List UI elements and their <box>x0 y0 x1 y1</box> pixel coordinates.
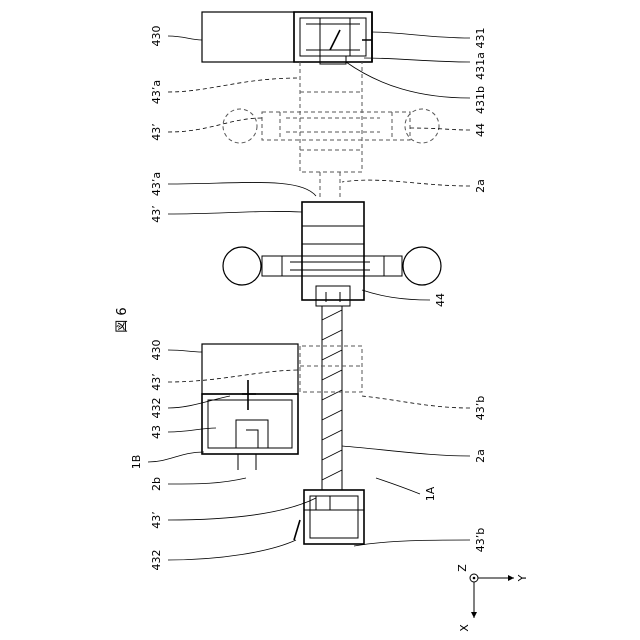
label-2a-top: 2a <box>474 179 487 193</box>
figure-title: 図 6 <box>115 307 130 332</box>
top-unit-430-431 <box>202 12 372 64</box>
label-432-low: 432 <box>150 550 163 571</box>
label-431: 431 <box>474 28 487 49</box>
label-1A: 1A <box>424 486 437 501</box>
glass-panel <box>322 306 342 490</box>
label-43pa-mid: 43’a <box>150 172 163 196</box>
lower-dashed-frame <box>300 346 362 392</box>
axis-x-label: X <box>458 624 471 632</box>
label-43p-bot: 43’ <box>150 373 163 391</box>
label-430-top: 430 <box>150 26 163 47</box>
label-2b: 2b <box>150 477 163 491</box>
label-43p-mid: 43’ <box>150 205 163 223</box>
axis-z-label: Z <box>456 564 469 572</box>
label-431a: 431a <box>474 52 487 80</box>
label-430-bot: 430 <box>150 340 163 361</box>
left-roller <box>223 247 261 285</box>
label-1B: 1B <box>130 455 143 470</box>
label-43p-low: 43’ <box>150 511 163 529</box>
right-roller <box>403 247 441 285</box>
top-rod <box>320 172 340 200</box>
label-432-mid: 432 <box>150 398 163 419</box>
left-unit-1B <box>202 344 298 470</box>
top-dashed-frame <box>223 62 439 172</box>
label-2a-bot: 2a <box>474 449 487 463</box>
coordinate-axes: Z Y X <box>456 564 529 632</box>
label-43pa-top: 43’a <box>150 80 163 104</box>
middle-unit <box>223 202 441 306</box>
label-43pb-low: 43’b <box>474 528 487 552</box>
label-43p-top: 43’ <box>150 123 163 141</box>
axis-y-label: Y <box>516 574 529 582</box>
label-44-top: 44 <box>474 123 487 137</box>
bottom-unit-1A <box>294 490 364 544</box>
label-43: 43 <box>150 425 163 439</box>
label-44-mid: 44 <box>434 293 447 307</box>
label-431b: 431b <box>474 86 487 114</box>
leader-lines <box>148 32 470 560</box>
reference-labels: 430 43’a 43’ 431 431a 431b 44 43’a 43’ 2… <box>130 26 487 571</box>
label-43pb-up: 43’b <box>474 396 487 420</box>
